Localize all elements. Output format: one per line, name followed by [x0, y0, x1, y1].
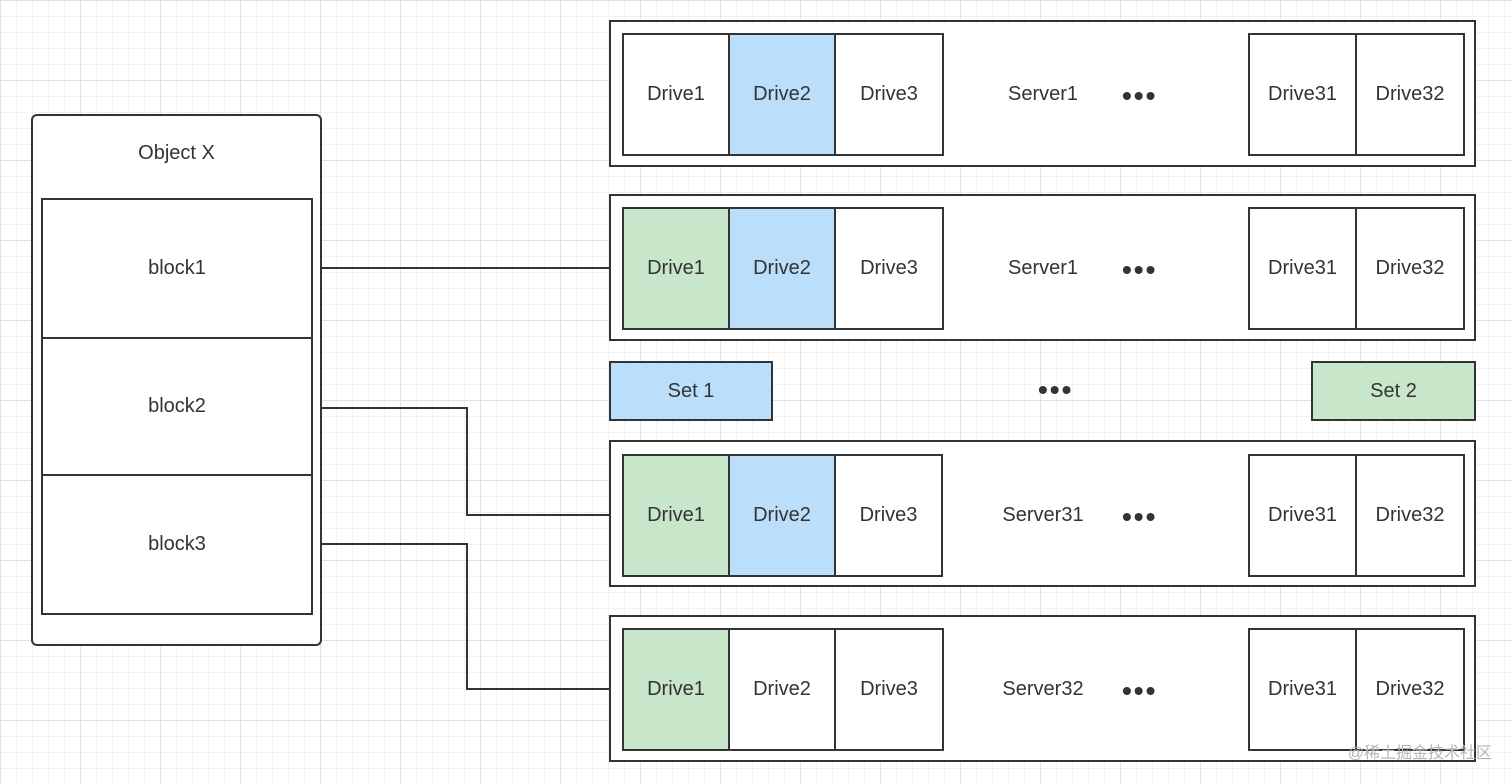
object-title: Object X	[138, 142, 215, 164]
drive-3: Drive3	[834, 207, 944, 330]
set-1-box: Set 1	[609, 361, 773, 421]
server-name: Server1	[1007, 257, 1079, 279]
set-2-box: Set 2	[1311, 361, 1476, 421]
server-row-3: Drive1 Drive2 Drive3 Server31 ••• Drive3…	[609, 440, 1476, 587]
drive-31: Drive31	[1248, 454, 1357, 577]
ellipsis-icon: •••	[1122, 501, 1158, 532]
drive-32: Drive32	[1355, 33, 1465, 156]
drive-32: Drive32	[1355, 454, 1465, 577]
ellipsis-icon: •••	[1122, 254, 1158, 285]
block-1: block1	[41, 198, 313, 339]
ellipsis-icon: •••	[1122, 80, 1158, 111]
arrow-block3-to-server32-drive1	[313, 543, 621, 694]
server-name: Server31	[1002, 504, 1084, 526]
drive-2: Drive2	[728, 628, 836, 751]
server-name: Server32	[1002, 678, 1084, 700]
drive-1: Drive1	[622, 628, 730, 751]
drive-2: Drive2	[728, 454, 836, 577]
drive-32: Drive32	[1355, 628, 1465, 751]
drive-31: Drive31	[1248, 33, 1357, 156]
block-2: block2	[41, 337, 313, 476]
drive-2: Drive2	[728, 207, 836, 330]
server-name: Server1	[1007, 83, 1079, 105]
ellipsis-icon: •••	[1038, 374, 1074, 405]
drive-2: Drive2	[728, 33, 836, 156]
drive-3: Drive3	[834, 628, 944, 751]
server-row-2: Drive1 Drive2 Drive3 Server1 ••• Drive31…	[609, 194, 1476, 341]
drive-1: Drive1	[622, 454, 730, 577]
block-3: block3	[41, 474, 313, 615]
server-row-1: Drive1 Drive2 Drive3 Server1 ••• Drive31…	[609, 20, 1476, 167]
ellipsis-icon: •••	[1122, 675, 1158, 706]
drive-31: Drive31	[1248, 628, 1357, 751]
drive-3: Drive3	[834, 454, 943, 577]
drive-1: Drive1	[622, 207, 730, 330]
drive-31: Drive31	[1248, 207, 1357, 330]
server-row-4: Drive1 Drive2 Drive3 Server32 ••• Drive3…	[609, 615, 1476, 762]
watermark-text: @稀土掘金技术社区	[1347, 745, 1492, 762]
drive-3: Drive3	[834, 33, 944, 156]
drive-1: Drive1	[622, 33, 730, 156]
drive-32: Drive32	[1355, 207, 1465, 330]
arrow-block2-to-server31-drive1	[313, 407, 621, 520]
